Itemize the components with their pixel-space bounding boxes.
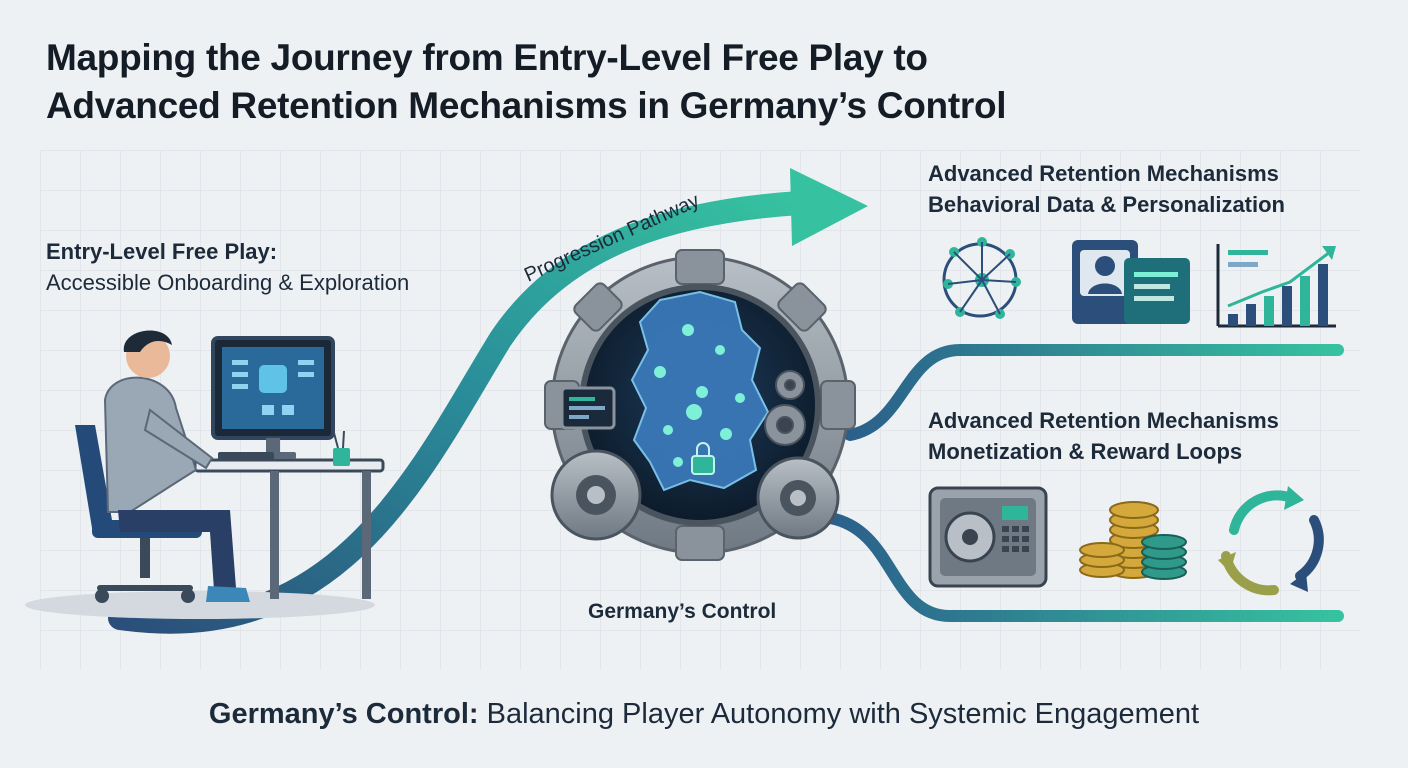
lower-right-gear-icon [756,456,840,540]
vault-icon [928,486,1048,588]
panel-top-line-1: Advanced Retention Mechanisms [928,161,1279,186]
entry-subtitle: Accessible Onboarding & Exploration [46,270,410,295]
coin-stack-icon [1079,501,1187,580]
panel-title-behavioral: Advanced Retention Mechanisms Behavioral… [928,158,1285,220]
footer-bold: Germany’s Control: [208,698,479,730]
entry-level-label: Entry-Level Free Play: Accessible Onboar… [46,236,409,298]
player-workstation-illustration [25,330,385,619]
map-node-dots [654,324,745,467]
gear-hub-illustration [544,249,856,561]
connector-line-bottom [824,512,1344,622]
arrow-head-icon [790,168,868,246]
brain-network-icon [942,237,1021,319]
lower-left-gear-icon [550,449,642,541]
footer-rest: Balancing Player Autonomy with Systemic … [478,698,1200,730]
panel-title-monetization: Advanced Retention Mechanisms Monetizati… [928,405,1279,467]
lock-icon [691,442,715,475]
page-title: Mapping the Journey from Entry-Level Fre… [46,34,1246,130]
cycle-arrows-icon [1218,486,1324,596]
growth-chart-icon [1216,244,1336,328]
connector-line-top [844,344,1344,441]
small-gear-icon-right [764,404,806,446]
title-line-1: Mapping the Journey from Entry-Level Fre… [46,37,928,78]
dashboard-card-icon [560,386,616,430]
entry-heading: Entry-Level Free Play: [46,239,278,264]
title-line-2: Advanced Retention Mechanisms in Germany… [46,85,1007,126]
hub-label: Germany’s Control [588,600,777,623]
footer-caption: Germany’s Control: Balancing Player Auto… [0,698,1408,731]
panel-bottom-line-2: Monetization & Reward Loops [928,439,1243,464]
panel-top-line-2: Behavioral Data & Personalization [928,192,1285,217]
panel-bottom-line-1: Advanced Retention Mechanisms [928,408,1279,433]
profile-card-icon [1072,240,1190,324]
small-gear-icon-top [775,370,805,400]
